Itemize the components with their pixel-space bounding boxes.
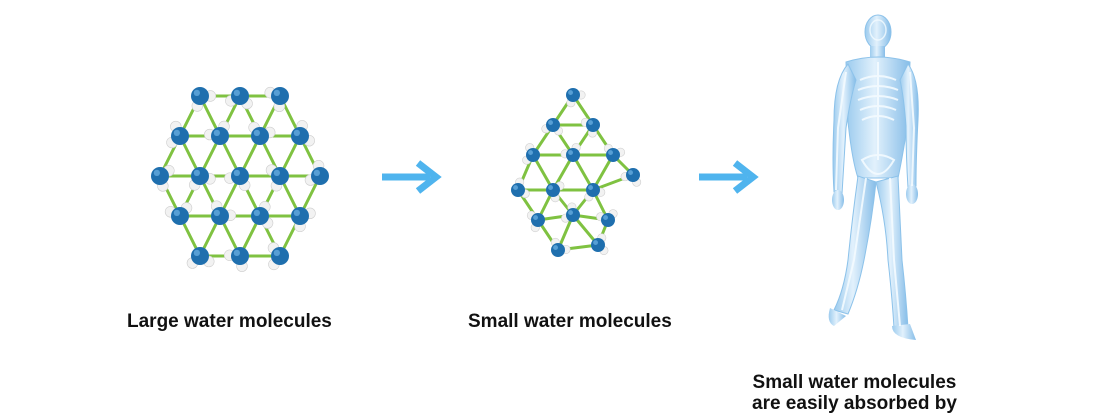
- oxygen-highlight: [273, 89, 280, 96]
- oxygen-highlight: [588, 185, 593, 190]
- oxygen-highlight: [233, 169, 240, 176]
- oxygen-atom: [526, 148, 540, 162]
- oxygen-highlight: [548, 185, 553, 190]
- arrow-right-icon: [697, 160, 759, 194]
- oxygen-atom: [271, 87, 289, 105]
- human-body-icon: [828, 14, 919, 340]
- oxygen-atom: [191, 247, 209, 265]
- molecule-atoms: [511, 88, 642, 257]
- oxygen-highlight: [533, 215, 538, 220]
- oxygen-atom: [551, 243, 565, 257]
- oxygen-highlight: [193, 249, 200, 256]
- oxygen-atom: [251, 207, 269, 225]
- oxygen-highlight: [173, 129, 180, 136]
- oxygen-highlight: [588, 120, 593, 125]
- oxygen-highlight: [293, 129, 300, 136]
- small-molecules-caption: Small water molecules: [468, 311, 672, 332]
- oxygen-atom: [171, 127, 189, 145]
- oxygen-atom: [511, 183, 525, 197]
- oxygen-atom: [546, 183, 560, 197]
- oxygen-highlight: [603, 215, 608, 220]
- oxygen-highlight: [293, 209, 300, 217]
- oxygen-highlight: [313, 169, 320, 176]
- oxygen-highlight: [273, 169, 280, 176]
- oxygen-highlight: [253, 129, 260, 136]
- oxygen-atom: [566, 208, 580, 222]
- oxygen-highlight: [233, 249, 240, 256]
- oxygen-highlight: [213, 129, 220, 136]
- oxygen-highlight: [273, 249, 280, 256]
- arrow-right-icon: [380, 160, 442, 194]
- small-molecule-cluster: [498, 70, 658, 265]
- small-molecule-illustration: [511, 88, 642, 257]
- large-molecules-caption: Large water molecules: [127, 311, 332, 332]
- oxygen-atom: [151, 167, 169, 185]
- absorbed-caption-line-1: Small water molecules: [752, 372, 957, 393]
- oxygen-atom: [601, 213, 615, 227]
- oxygen-highlight: [513, 185, 518, 190]
- oxygen-highlight: [568, 210, 573, 215]
- molecule-atoms: [151, 86, 329, 272]
- oxygen-highlight: [608, 150, 613, 155]
- oxygen-atom: [626, 168, 640, 182]
- oxygen-atom: [211, 207, 229, 225]
- oxygen-highlight: [553, 245, 558, 250]
- oxygen-atom: [291, 207, 309, 225]
- oxygen-atom: [191, 87, 209, 105]
- oxygen-atom: [211, 127, 229, 145]
- absorbed-caption-line-2: are easily absorbed by: [752, 393, 957, 414]
- oxygen-highlight: [528, 150, 533, 155]
- oxygen-highlight: [153, 169, 160, 176]
- oxygen-atom: [271, 247, 289, 265]
- human-body-figure: [812, 10, 932, 345]
- oxygen-atom: [231, 167, 249, 185]
- oxygen-atom: [251, 127, 269, 145]
- oxygen-highlight: [568, 90, 573, 95]
- oxygen-highlight: [253, 209, 260, 217]
- oxygen-atom: [531, 213, 545, 227]
- oxygen-atom: [586, 118, 600, 132]
- oxygen-highlight: [213, 209, 220, 217]
- oxygen-atom: [271, 167, 289, 185]
- oxygen-highlight: [233, 89, 240, 96]
- oxygen-atom: [231, 87, 249, 105]
- oxygen-atom: [566, 148, 580, 162]
- oxygen-atom: [606, 148, 620, 162]
- oxygen-highlight: [628, 170, 633, 175]
- oxygen-atom: [586, 183, 600, 197]
- oxygen-highlight: [568, 150, 573, 155]
- oxygen-atom: [231, 247, 249, 265]
- absorbed-caption: Small water molecules are easily absorbe…: [752, 372, 957, 414]
- large-molecule-cluster: [130, 60, 350, 280]
- oxygen-atom: [171, 207, 189, 225]
- oxygen-atom: [566, 88, 580, 102]
- oxygen-atom: [291, 127, 309, 145]
- oxygen-atom: [591, 238, 605, 252]
- oxygen-atom: [546, 118, 560, 132]
- oxygen-highlight: [193, 89, 200, 96]
- oxygen-highlight: [193, 169, 200, 176]
- oxygen-atom: [191, 167, 209, 185]
- oxygen-highlight: [593, 240, 598, 245]
- oxygen-highlight: [173, 209, 180, 217]
- oxygen-atom: [311, 167, 329, 185]
- oxygen-highlight: [548, 120, 553, 125]
- large-molecule-illustration: [151, 86, 329, 272]
